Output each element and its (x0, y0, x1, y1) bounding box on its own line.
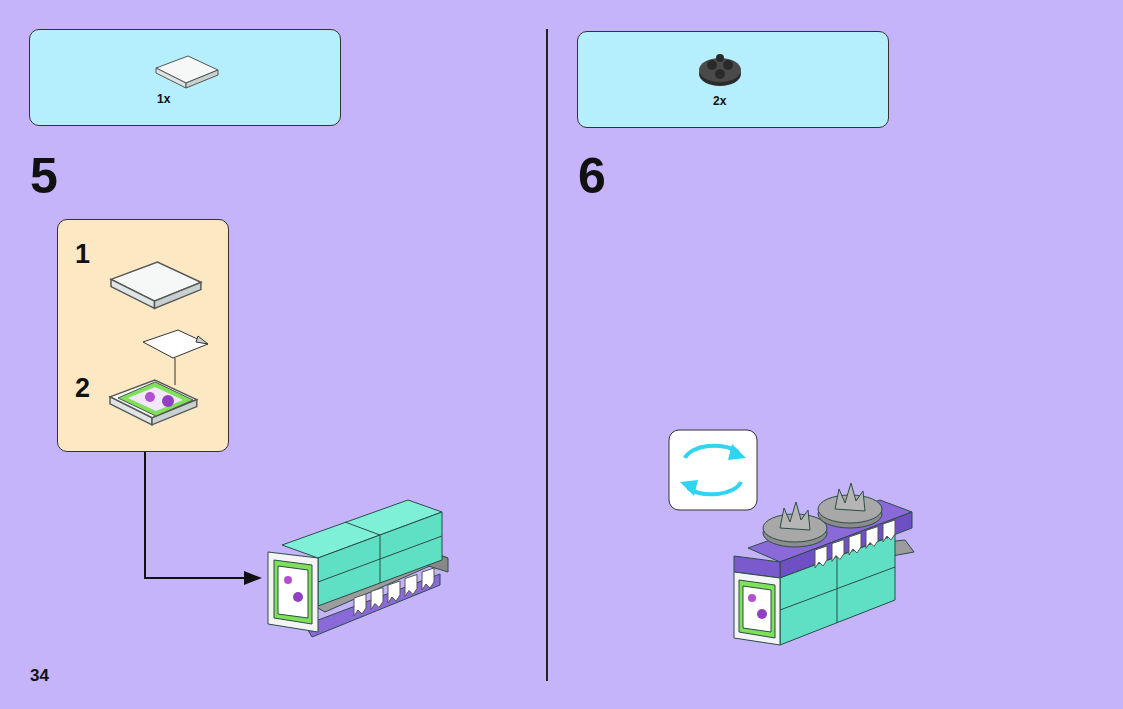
step-number: 6 (578, 151, 606, 201)
white-clips (815, 520, 895, 568)
clip (832, 540, 844, 562)
clip (422, 568, 434, 590)
substep-number: 2 (75, 375, 90, 402)
parts-callout: 1x (29, 29, 341, 126)
clip (388, 581, 400, 603)
step6-model (734, 483, 914, 645)
quantity-label: 1x (157, 93, 170, 105)
parts-callout: 2x (577, 31, 889, 128)
clip (866, 527, 878, 549)
clip (815, 546, 827, 568)
part-picture (30, 30, 342, 127)
clip (354, 594, 366, 616)
substep-number: 1 (75, 241, 90, 268)
quantity-label: 2x (713, 95, 726, 107)
step5-model (268, 500, 448, 637)
clip (405, 575, 417, 597)
white-clips (354, 568, 434, 616)
clip (883, 520, 895, 542)
clip (849, 533, 861, 555)
substep-box: 12 (57, 219, 229, 452)
part-picture (578, 32, 890, 129)
clip (371, 588, 383, 610)
leader-arrowhead (244, 571, 262, 585)
leader-line (145, 452, 248, 578)
page-number: 34 (30, 667, 49, 684)
step-number: 5 (30, 151, 58, 201)
rotate-icon (669, 430, 757, 510)
step-divider (546, 29, 548, 681)
